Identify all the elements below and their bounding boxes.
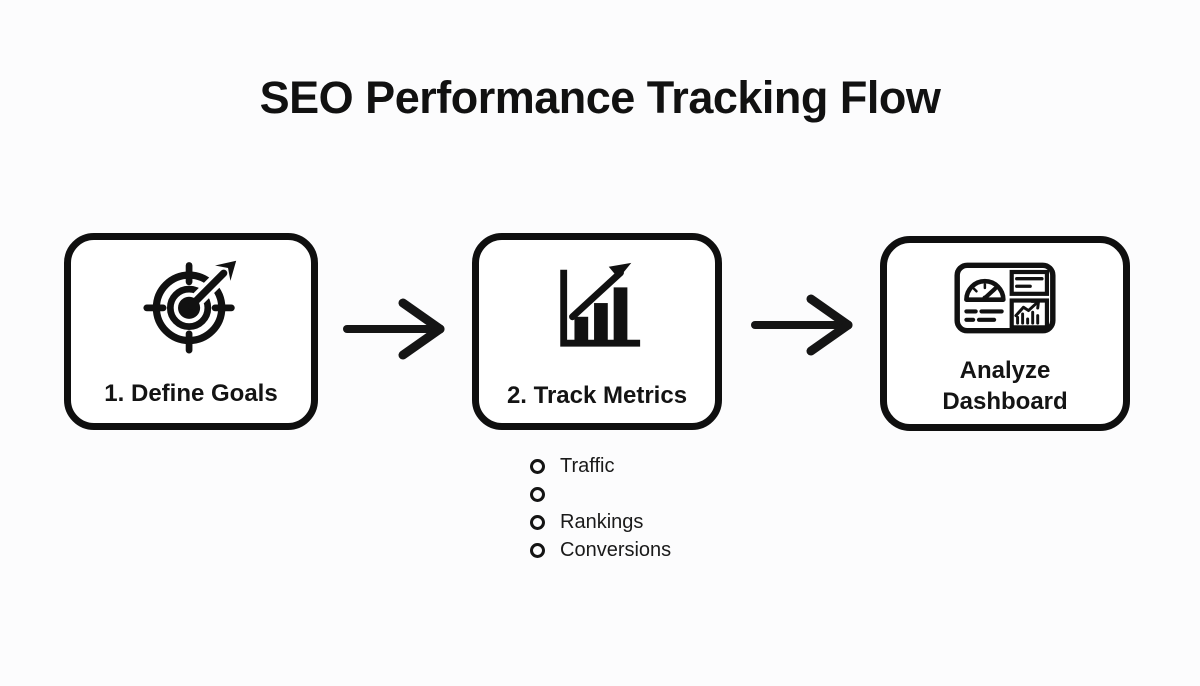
- diagram-title: SEO Performance Tracking Flow: [259, 72, 941, 123]
- list-item-label: Traffic: [560, 454, 615, 477]
- step-analyze-dashboard-label: Analyze Dashboard: [942, 357, 1068, 415]
- circle-bullet-icon: [530, 486, 545, 502]
- right-arrow-icon: [342, 298, 448, 360]
- step-analyze-dashboard-box: Analyze Dashboard: [880, 236, 1130, 431]
- list-item-empty: [530, 480, 671, 508]
- dashboard-gauge-icon: [953, 261, 1057, 335]
- circle-bullet-icon: [530, 458, 545, 474]
- metrics-list: Traffic Rankings Conversions: [530, 452, 671, 564]
- right-arrow-icon: [750, 294, 856, 356]
- circle-bullet-icon: [530, 542, 545, 558]
- step-track-metrics-box: 2. Track Metrics: [472, 233, 722, 430]
- list-item-traffic: Traffic: [530, 452, 671, 480]
- circle-bullet-icon: [530, 514, 545, 530]
- list-item-conversions: Conversions: [530, 536, 671, 564]
- target-arrow-icon: [141, 252, 241, 356]
- step-define-goals-box: 1. Define Goals: [64, 233, 318, 430]
- list-item-rankings: Rankings: [530, 508, 671, 536]
- list-item-label: Rankings: [560, 510, 644, 533]
- step-track-metrics-label: 2. Track Metrics: [506, 382, 688, 409]
- step-define-goals-label: 1. Define Goals: [104, 380, 278, 407]
- bar-chart-growth-icon: [548, 252, 646, 360]
- list-item-label: Conversions: [560, 538, 672, 561]
